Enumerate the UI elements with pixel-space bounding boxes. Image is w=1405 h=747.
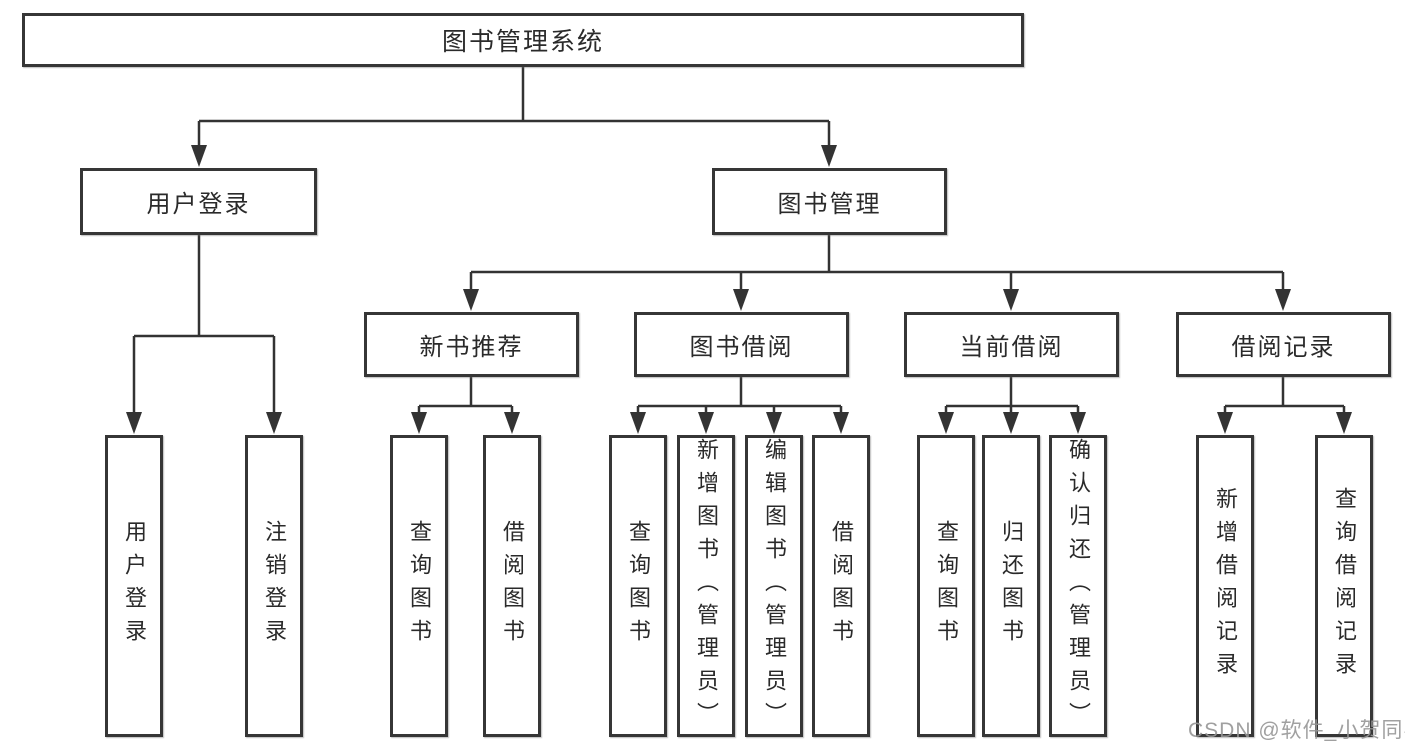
node-current-borrow: 当前借阅 [904, 312, 1119, 377]
node-user-login: 用户登录 [80, 168, 317, 235]
leaf-logout-login-label: 注销登录 [262, 520, 287, 652]
leaf-query-books-3: 查询图书 [917, 435, 975, 737]
leaf-query-books-3-label: 查询图书 [934, 520, 959, 652]
node-book-borrow-label: 图书借阅 [689, 334, 794, 361]
leaf-add-book-admin-label: 新增图书（管理员） [694, 438, 719, 735]
leaf-confirm-return-admin-label: 确认归还（管理员） [1066, 438, 1091, 735]
node-current-borrow-label: 当前借阅 [959, 334, 1064, 361]
node-root-label: 图书管理系统 [441, 28, 604, 56]
leaf-query-borrow-record-label: 查询借阅记录 [1332, 487, 1357, 685]
leaf-query-books-1: 查询图书 [390, 435, 448, 737]
csdn-watermark: CSDN @软件_小贺同学 [1188, 719, 1405, 742]
leaf-borrow-books-2-label: 借阅图书 [829, 520, 854, 652]
leaf-return-books-label: 归还图书 [999, 520, 1024, 652]
node-borrow-records-label: 借阅记录 [1231, 334, 1336, 361]
leaf-edit-book-admin: 编辑图书（管理员） [745, 435, 803, 737]
leaf-user-login-label: 用户登录 [122, 520, 147, 652]
node-user-login-label: 用户登录 [146, 191, 251, 218]
node-book-management: 图书管理 [712, 168, 947, 235]
leaf-query-borrow-record: 查询借阅记录 [1315, 435, 1373, 737]
leaf-query-books-1-label: 查询图书 [407, 520, 432, 652]
leaf-borrow-books-1-label: 借阅图书 [500, 520, 525, 652]
node-book-management-label: 图书管理 [777, 191, 882, 218]
node-root: 图书管理系统 [22, 13, 1024, 67]
leaf-confirm-return-admin: 确认归还（管理员） [1049, 435, 1107, 737]
node-new-book-recommend: 新书推荐 [364, 312, 579, 377]
node-new-book-recommend-label: 新书推荐 [419, 334, 524, 361]
leaf-edit-book-admin-label: 编辑图书（管理员） [762, 438, 787, 735]
leaf-add-borrow-record: 新增借阅记录 [1196, 435, 1254, 737]
leaf-borrow-books-1: 借阅图书 [483, 435, 541, 737]
node-borrow-records: 借阅记录 [1176, 312, 1391, 377]
leaf-user-login: 用户登录 [105, 435, 163, 737]
leaf-logout-login: 注销登录 [245, 435, 303, 737]
leaf-add-book-admin: 新增图书（管理员） [677, 435, 735, 737]
leaf-add-borrow-record-label: 新增借阅记录 [1213, 487, 1238, 685]
leaf-query-books-2: 查询图书 [609, 435, 667, 737]
node-book-borrow: 图书借阅 [634, 312, 849, 377]
leaf-borrow-books-2: 借阅图书 [812, 435, 870, 737]
leaf-query-books-2-label: 查询图书 [626, 520, 651, 652]
leaf-return-books: 归还图书 [982, 435, 1040, 737]
